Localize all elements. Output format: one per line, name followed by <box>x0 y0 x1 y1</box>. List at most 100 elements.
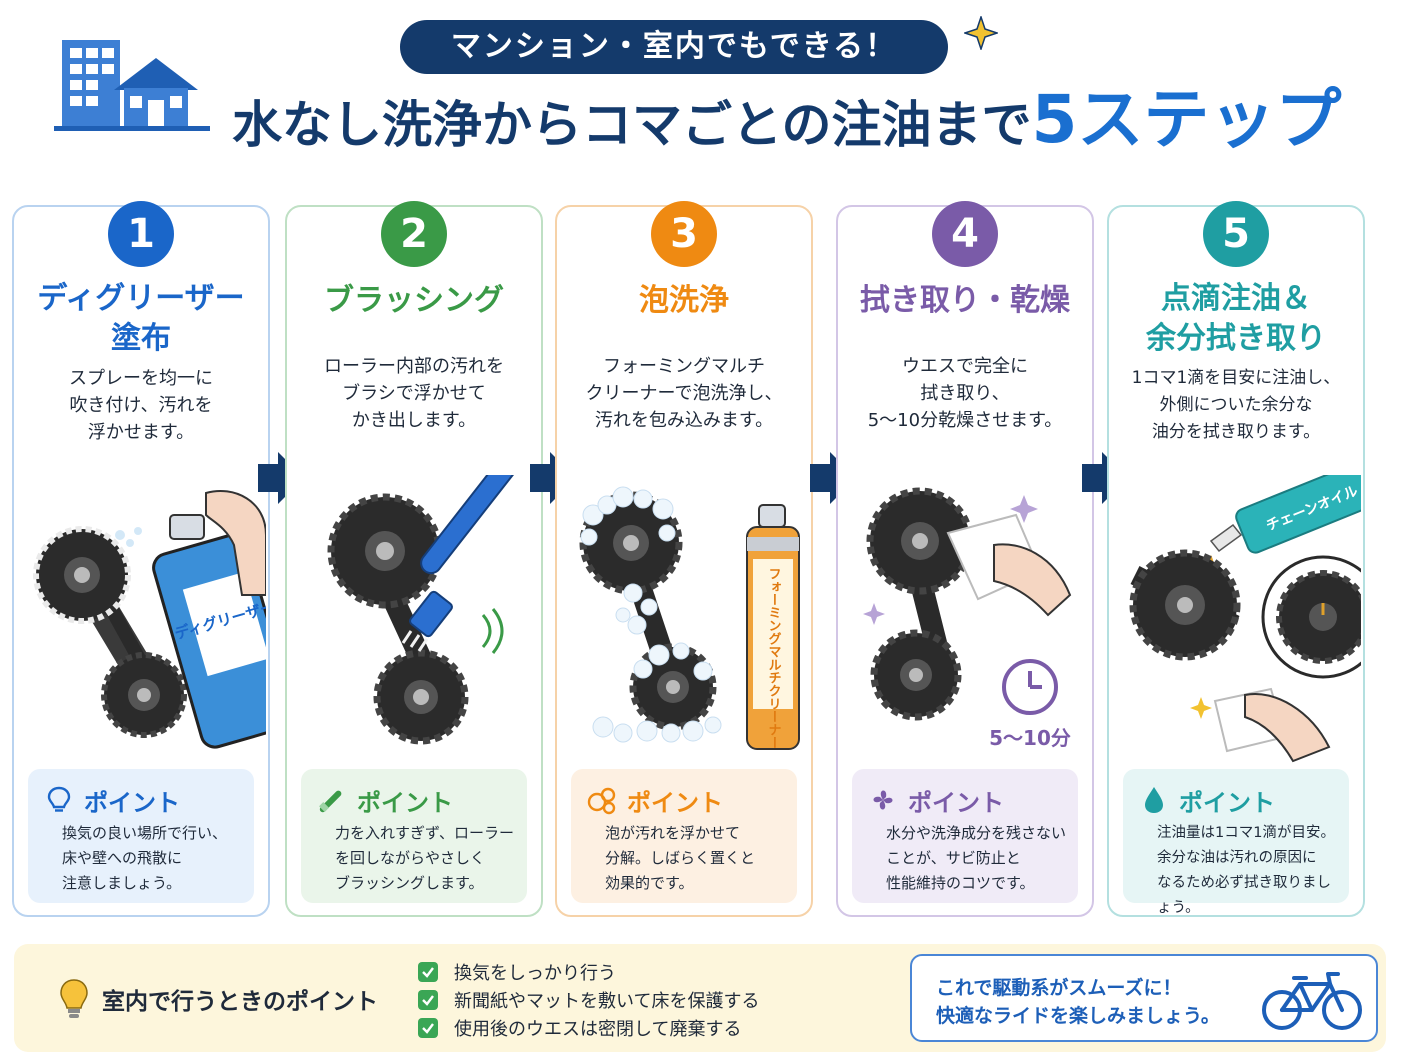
point-title: ポイント <box>1179 788 1275 817</box>
step-number-badge: 3 <box>651 201 717 267</box>
foam-cleaning-illustration: フォーミングマルチクリーナー <box>579 486 800 750</box>
point-line: 床や壁への飛散に <box>62 849 183 867</box>
indoor-tips-list: 換気をしっかり行う 新聞紙やマットを敷いて床を保護する 使用後のウエスは密閉して… <box>418 958 759 1042</box>
step-number-badge: 5 <box>1203 201 1269 267</box>
point-line: 力を入れすぎず、ローラー <box>335 824 514 842</box>
list-item-label: 使用後のウエスは密閉して廃棄する <box>454 1019 742 1040</box>
point-text: 力を入れすぎず、ローラー を回しながらやさしく ブラッシングします。 <box>335 821 519 896</box>
fan-icon <box>873 790 893 810</box>
foaming-cleaner-can-icon: フォーミングマルチクリーナー <box>746 504 800 750</box>
step-title-line: ブラッシング <box>324 283 504 318</box>
point-line: 換気の良い場所で行い、 <box>62 824 228 842</box>
list-item: 換気をしっかり行う <box>418 958 759 986</box>
point-text: 泡が汚れを浮かせて 分解。しばらく置くと 効果的です。 <box>605 821 789 896</box>
finish-message-line: これで駆動系がスムーズに！ <box>936 977 1182 999</box>
drip-oiling-illustration: チェーンオイル <box>1129 475 1361 763</box>
degreaser-spray-illustration: ディグリーザー <box>33 490 266 749</box>
point-text: 水分や洗浄成分を残さない ことが、サビ防止と 性能維持のコツです。 <box>886 821 1070 896</box>
arrow-right-icon <box>258 452 304 504</box>
step-title-line: 拭き取り・乾燥 <box>860 283 1070 318</box>
step-description-line: ブラシで浮かせて <box>342 383 486 404</box>
lightbulb-icon <box>47 786 71 812</box>
point-title: ポイント <box>627 788 723 817</box>
point-line: 余分な油は汚れの原因に <box>1157 850 1317 866</box>
point-line: 効果的です。 <box>605 874 694 892</box>
pulley-wheel-icon <box>327 493 443 609</box>
wipe-dry-illustration: 5～10分 <box>863 487 1072 750</box>
degreaser-can-icon: ディグリーザー <box>152 490 266 749</box>
step-description-line: 1コマ1滴を目安に注油し、 <box>1131 368 1341 388</box>
point-line: ブラッシングします。 <box>335 874 484 892</box>
pulley-wheel-icon <box>629 643 717 731</box>
pulley-wheel-icon <box>33 526 131 624</box>
step-card-1: 1 ディグリーザー 塗布 スプレーを均一に 吹き付け、汚れを 浮かせます。 <box>12 201 270 917</box>
indoor-tips-heading: 室内で行うときのポイント <box>102 989 378 1015</box>
step-description-line: クリーナーで泡洗浄し、 <box>585 383 783 404</box>
pulley-wheel-icon <box>1129 549 1241 661</box>
point-box: ポイント 換気の良い場所で行い、 床や壁への飛散に 注意しましょう。 <box>28 769 254 903</box>
step-description-line: かき出します。 <box>351 410 477 431</box>
bicycle-icon <box>1262 972 1362 1030</box>
point-line: を回しながらやさしく <box>335 849 486 867</box>
step-description-line: スプレーを均一に <box>69 368 213 389</box>
brushing-illustration <box>327 475 517 745</box>
finish-message: これで駆動系がスムーズに！ 快適なライドを楽しみましょう。 <box>936 974 1220 1030</box>
point-line: なるため必ず拭き取りましょう。 <box>1157 875 1331 916</box>
list-item: 新聞紙やマットを敷いて床を保護する <box>418 986 759 1014</box>
checkmark-icon <box>418 962 438 982</box>
chain-oil-bottle-icon: チェーンオイル <box>1209 475 1361 554</box>
lightbulb-icon <box>60 979 88 1018</box>
point-line: 泡が汚れを浮かせて <box>605 824 741 842</box>
step-title: 拭き取り・乾燥 <box>844 281 1086 321</box>
point-line: ことが、サビ防止と <box>886 849 1021 867</box>
pulley-wheel-icon <box>866 487 974 595</box>
step-card-2: 2 ブラッシング ローラー内部の汚れを ブラシで浮かせて かき出します。 <box>285 201 543 917</box>
step-description-line: ローラー内部の汚れを <box>324 356 504 377</box>
point-line: 注油量は1コマ1滴が目安。 <box>1157 825 1335 841</box>
step-number-badge: 4 <box>932 201 998 267</box>
point-text: 換気の良い場所で行い、 床や壁への飛散に 注意しましょう。 <box>62 821 246 896</box>
page-title: 水なし洗浄からコマごとの注油まで5ステップ <box>232 80 1382 160</box>
drop-icon <box>1145 787 1163 813</box>
step-title-line: 点滴注油＆ <box>1161 281 1311 316</box>
step-description-line: フォーミングマルチ <box>603 356 765 377</box>
indoor-tips-banner: 室内で行うときのポイント 換気をしっかり行う 新聞紙やマットを敷いて床を保護する… <box>14 944 1386 1052</box>
point-line: 注意しましょう。 <box>62 874 182 892</box>
building-house-icon <box>54 40 210 131</box>
point-box: ポイント 力を入れすぎず、ローラー を回しながらやさしく ブラッシングします。 <box>301 769 527 903</box>
point-line: 性能維持のコツです。 <box>886 874 1035 892</box>
step-description-line: 油分を拭き取ります。 <box>1151 422 1321 442</box>
step-description: ウエスで完全に 拭き取り、 5～10分乾燥させます。 <box>850 353 1080 434</box>
step-title: 泡洗浄 <box>563 281 805 321</box>
sparkle-icon <box>964 16 998 50</box>
step-description-line: 浮かせます。 <box>87 422 195 443</box>
step-title: ブラッシング <box>293 281 535 321</box>
step-description-line: 拭き取り、 <box>920 383 1010 404</box>
step-title-line: 塗布 <box>111 321 171 356</box>
step-description: ローラー内部の汚れを ブラシで浮かせて かき出します。 <box>299 353 529 434</box>
step-description: フォーミングマルチ クリーナーで泡洗浄し、 汚れを包み込みます。 <box>569 353 799 434</box>
step-card-3: 3 泡洗浄 フォーミングマルチ クリーナーで泡洗浄し、 汚れを包み込みます。 <box>555 201 813 917</box>
timer-icon <box>1002 659 1058 715</box>
step-card-4: 4 拭き取り・乾燥 ウエスで完全に 拭き取り、 5～10分乾燥させます。 5～1… <box>836 201 1094 917</box>
point-title: ポイント <box>357 788 453 817</box>
can-label: フォーミングマルチクリーナー <box>766 567 782 749</box>
step-title-line: 余分拭き取り <box>1146 321 1326 356</box>
step-title-line: ディグリーザー <box>37 281 245 316</box>
step-description: スプレーを均一に 吹き付け、汚れを 浮かせます。 <box>26 365 256 446</box>
list-item: 使用後のウエスは密閉して廃棄する <box>418 1014 759 1042</box>
finish-message-line: 快適なライドを楽しみましょう。 <box>936 1005 1220 1027</box>
step-card-5: 5 点滴注油＆ 余分拭き取り 1コマ1滴を目安に注油し、 外側についた余分な 油… <box>1107 201 1365 917</box>
step-number-badge: 2 <box>381 201 447 267</box>
point-title: ポイント <box>908 788 1004 817</box>
step-description-line: 5～10分乾燥させます。 <box>867 410 1063 431</box>
zoom-pulley-icon <box>1261 555 1361 679</box>
point-line: 水分や洗浄成分を残さない <box>886 824 1067 842</box>
step-number-badge: 1 <box>108 201 174 267</box>
page-title-main: 水なし洗浄からコマごとの注油まで <box>232 96 1032 154</box>
checkmark-icon <box>418 1018 438 1038</box>
bubbles-icon <box>587 787 616 815</box>
arrow-right-icon <box>530 452 576 504</box>
foam-bubbles <box>580 486 722 743</box>
cloth-rag-icon <box>1213 687 1331 763</box>
